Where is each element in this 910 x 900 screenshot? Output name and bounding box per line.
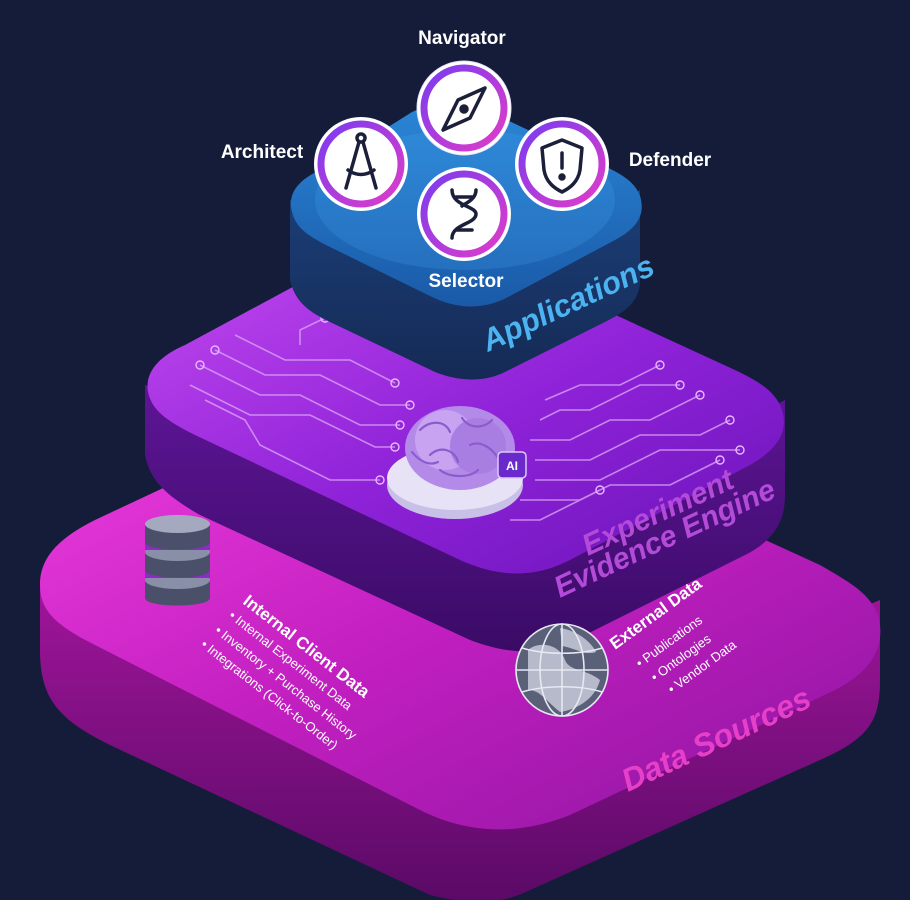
architect-label: Architect <box>221 142 304 163</box>
engine-top <box>147 236 784 574</box>
data-sources-side <box>40 585 880 900</box>
selector-label: Selector <box>429 271 505 292</box>
app-defender[interactable]: Defender <box>515 117 712 211</box>
shield-alert-icon <box>540 138 584 194</box>
dna-icon <box>450 188 478 240</box>
brain-icon <box>405 406 515 490</box>
navigator-label: Navigator <box>418 28 506 49</box>
compass-icon <box>441 86 487 132</box>
app-navigator[interactable]: Navigator <box>416 28 512 156</box>
defender-label: Defender <box>629 150 712 171</box>
ai-chip: AI <box>497 451 527 479</box>
circuit-traces <box>189 317 740 521</box>
database-icon <box>145 515 210 606</box>
app-architect[interactable]: Architect <box>221 117 408 211</box>
ai-chip-label: AI <box>506 459 518 473</box>
app-selector[interactable]: Selector <box>417 167 511 292</box>
globe-icon <box>515 623 609 717</box>
brain-core: AI <box>387 406 527 519</box>
drafting-compass-icon <box>344 132 378 190</box>
